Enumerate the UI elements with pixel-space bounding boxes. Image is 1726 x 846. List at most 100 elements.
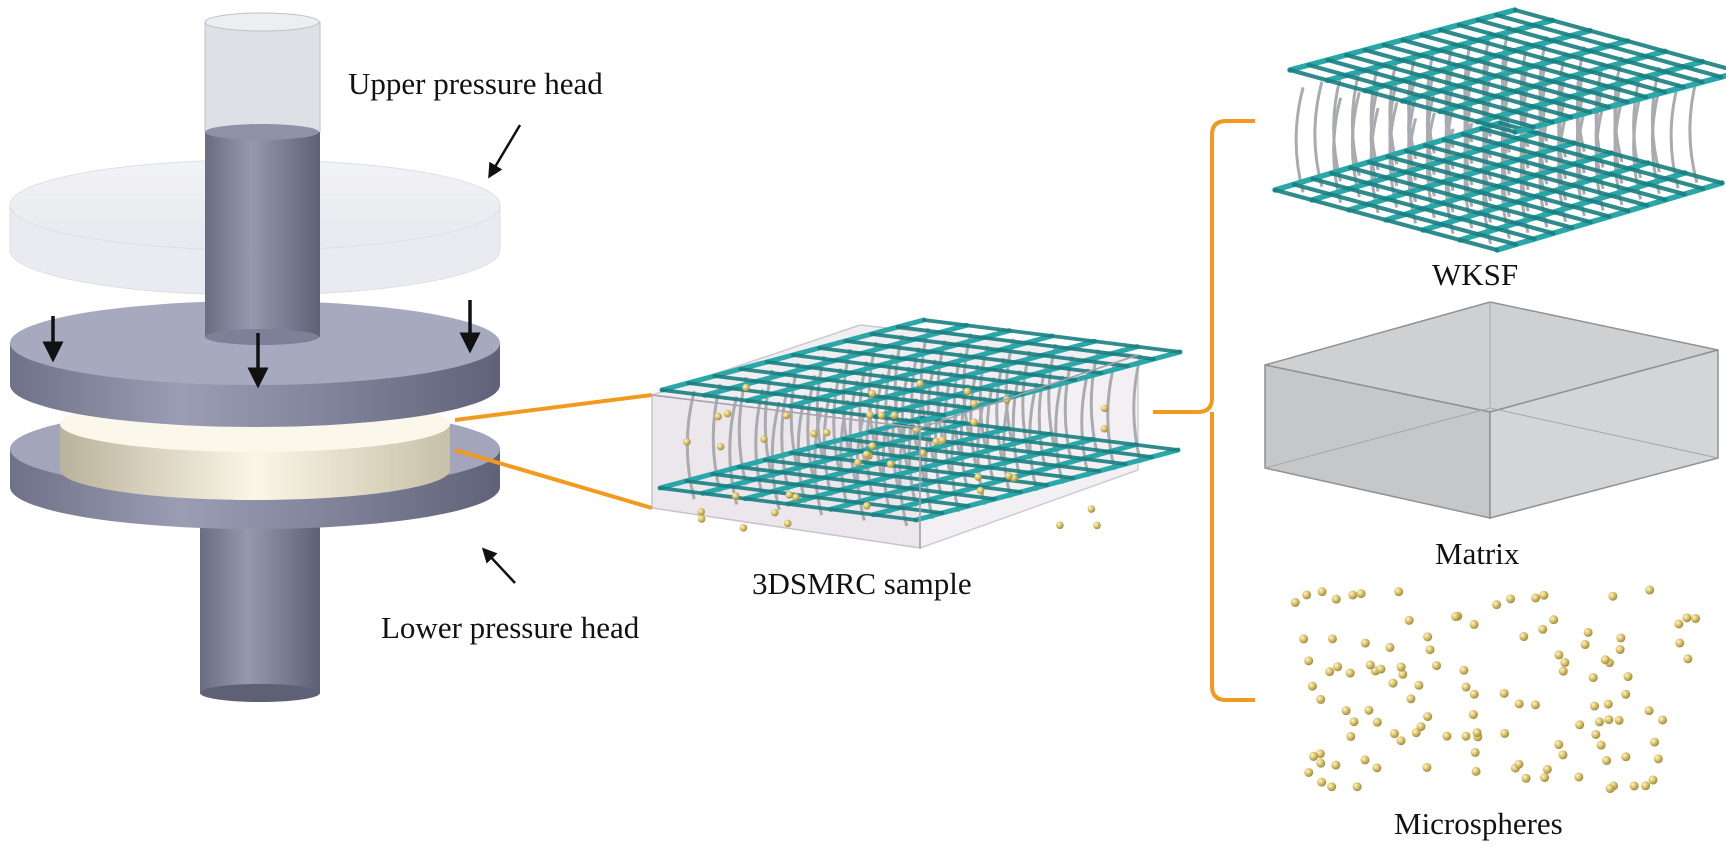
microsphere-dot bbox=[1519, 632, 1529, 642]
microsphere-dot bbox=[1554, 740, 1564, 750]
sample-label: 3DSMRC sample bbox=[752, 566, 972, 601]
microsphere-dot bbox=[1316, 758, 1326, 768]
microsphere-dot bbox=[1596, 740, 1606, 750]
fabric-loop bbox=[1437, 27, 1668, 95]
microsphere-dot bbox=[1469, 619, 1479, 629]
microsphere-dot bbox=[1396, 736, 1406, 746]
microsphere-dot bbox=[1558, 666, 1568, 676]
microsphere-dot bbox=[1658, 715, 1668, 725]
microsphere-dot bbox=[683, 438, 691, 446]
microsphere-dot bbox=[792, 493, 800, 501]
microsphere-dot bbox=[1461, 731, 1471, 741]
microsphere-dot bbox=[1299, 634, 1309, 644]
microsphere-dot bbox=[1645, 585, 1655, 595]
fabric-loop bbox=[1385, 154, 1612, 219]
wksf-structure bbox=[1272, 7, 1726, 253]
microsphere-dot bbox=[782, 411, 791, 420]
microsphere-dot bbox=[1056, 521, 1064, 530]
upper-pressure-head-label: Upper pressure head bbox=[348, 66, 603, 101]
microsphere-dot bbox=[1341, 706, 1351, 716]
microsphere-dot bbox=[1304, 767, 1314, 777]
microsphere-dot bbox=[1422, 762, 1432, 772]
microsphere-dot bbox=[783, 519, 792, 528]
fabric-loop bbox=[658, 486, 918, 522]
microsphere-dot bbox=[1558, 750, 1568, 760]
components-bracket bbox=[1153, 119, 1255, 702]
microsphere-dot bbox=[1093, 521, 1101, 530]
lower-pressure-head-label: Lower pressure head bbox=[381, 610, 640, 645]
microsphere-dot bbox=[886, 460, 895, 468]
fabric-loop bbox=[1362, 47, 1593, 115]
microsphere-dot bbox=[1623, 672, 1633, 682]
microsphere-dot bbox=[1317, 777, 1327, 787]
microsphere-dot bbox=[1394, 587, 1404, 597]
fabric-loop bbox=[815, 444, 1076, 480]
microsphere-dot bbox=[1385, 642, 1395, 652]
microsphere-dot bbox=[1580, 640, 1590, 650]
microsphere-dot bbox=[1398, 669, 1408, 679]
microsphere-dot bbox=[1641, 781, 1651, 791]
fabric-loop bbox=[1497, 120, 1725, 186]
fabric-loop bbox=[869, 332, 1130, 368]
microsphere-dot bbox=[1389, 729, 1399, 739]
microsphere-dot bbox=[863, 501, 871, 510]
microsphere-dot bbox=[1388, 678, 1398, 688]
microsphere-dot bbox=[1404, 615, 1414, 625]
microsphere-dot bbox=[1539, 590, 1549, 600]
fabric-loop bbox=[684, 479, 945, 515]
microsphere-dot bbox=[1600, 655, 1610, 665]
fabric-loop bbox=[843, 339, 1104, 375]
microsphere-dot bbox=[1004, 472, 1013, 480]
fabric-loop bbox=[1441, 137, 1668, 202]
fabric-loop bbox=[1287, 67, 1518, 135]
upper-rod bbox=[204, 12, 321, 345]
microsphere-dot bbox=[1348, 590, 1358, 600]
microsphere-dot bbox=[1591, 729, 1601, 739]
microsphere-dot bbox=[1309, 751, 1319, 761]
fabric-loop bbox=[1479, 126, 1706, 191]
microsphere-dot bbox=[714, 412, 722, 421]
microsphere-dot bbox=[970, 418, 978, 426]
microsphere-dot bbox=[918, 449, 927, 457]
microsphere-dot bbox=[1345, 668, 1355, 678]
fabric-loop bbox=[1419, 32, 1649, 100]
fabric-loop bbox=[1460, 132, 1687, 197]
matrix-label: Matrix bbox=[1435, 536, 1520, 571]
fabric-loop bbox=[791, 353, 1051, 389]
pile-yarn bbox=[1294, 86, 1305, 193]
microsphere-dot bbox=[1469, 689, 1479, 699]
microsphere-dot bbox=[1327, 634, 1337, 644]
microsphere-dot bbox=[1471, 766, 1481, 776]
microsphere-dot bbox=[1470, 747, 1480, 757]
microspheres-cloud bbox=[1290, 585, 1701, 794]
microsphere-dot bbox=[1605, 784, 1615, 794]
microsphere-dot bbox=[1675, 638, 1685, 648]
microsphere-dot bbox=[1360, 638, 1370, 648]
microsphere-dot bbox=[1575, 720, 1585, 730]
fabric-loop bbox=[1366, 160, 1593, 225]
microsphere-dot bbox=[1333, 662, 1343, 672]
microsphere-dot bbox=[866, 411, 874, 419]
microsphere-dot bbox=[1360, 755, 1370, 765]
fabric-loop bbox=[1329, 171, 1556, 236]
microsphere-dot bbox=[1594, 717, 1604, 727]
matrix-box bbox=[1264, 301, 1719, 519]
microsphere-dot bbox=[854, 458, 862, 467]
microsphere-dot bbox=[1372, 763, 1382, 773]
microsphere-dot bbox=[1423, 712, 1433, 722]
microsphere-dot bbox=[770, 508, 779, 517]
microsphere-dot bbox=[1560, 658, 1570, 668]
microsphere-dot bbox=[1530, 700, 1540, 710]
microsphere-dot bbox=[1621, 689, 1631, 699]
microsphere-dot bbox=[862, 450, 871, 459]
microsphere-dot bbox=[697, 508, 705, 516]
microsphere-dot bbox=[810, 429, 818, 438]
pile-yarn bbox=[1313, 81, 1324, 188]
microsphere-dot bbox=[1616, 633, 1626, 643]
microsphere-dot bbox=[1500, 728, 1510, 738]
zoom-lines bbox=[454, 393, 653, 510]
pile-yarn bbox=[1054, 375, 1065, 485]
microsphere-dot bbox=[716, 442, 725, 451]
composite-sample bbox=[651, 317, 1183, 550]
